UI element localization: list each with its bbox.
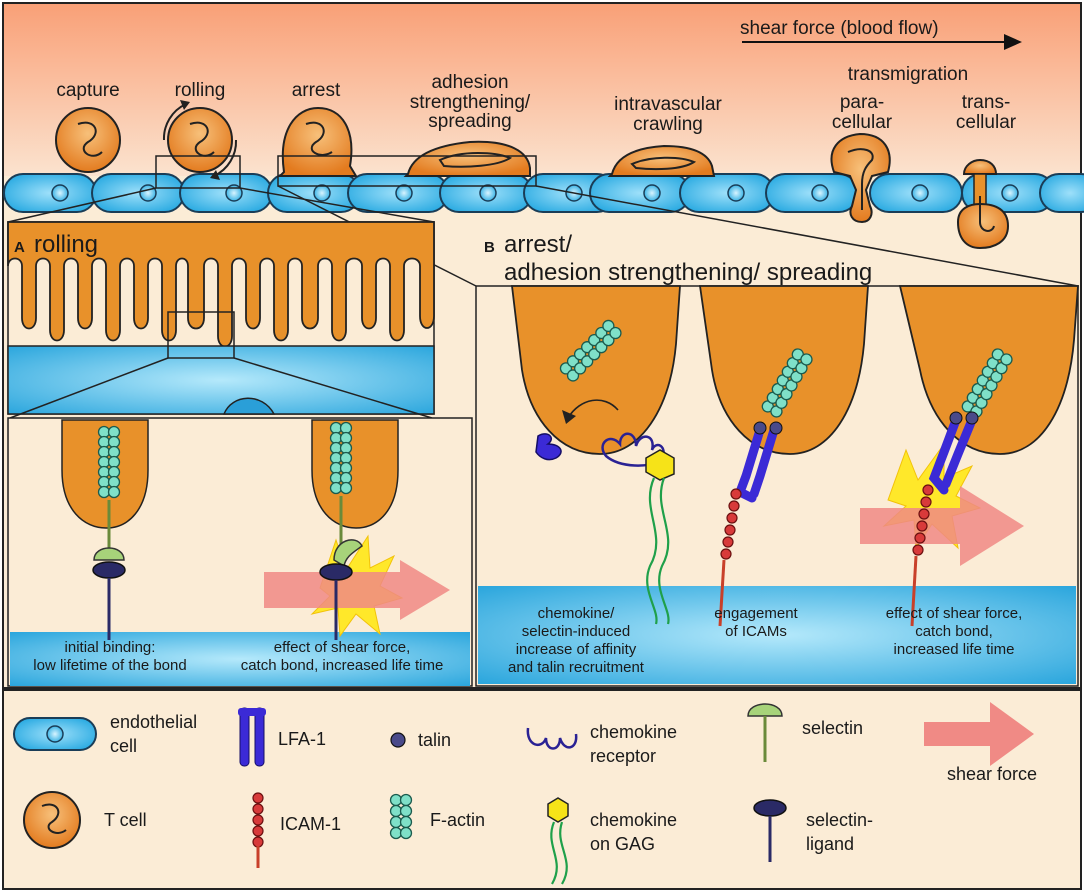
panel-a-caption-right-2: catch bond, increased life time [241, 657, 444, 674]
panel-b-caption-3-1: effect of shear force, [886, 605, 1022, 622]
panel-a-caption-right-1: effect of shear force, [274, 639, 410, 656]
panel-b-letter: B [484, 239, 495, 256]
legend-selectin-ligand-label-2: ligand [806, 834, 854, 854]
lfa1-active-b2 [734, 425, 765, 503]
legend-selectin-ligand-label-1: selectin- [806, 810, 873, 830]
step-paracellular-label-1: para- [840, 92, 884, 113]
tcell-crawling [607, 144, 716, 177]
legend-chemokine-gag-label-2: on GAG [590, 834, 655, 854]
step-adhesion-label-3: spreading [428, 111, 511, 132]
legend-endothelial-label-2: cell [110, 736, 137, 756]
panel-b-caption-1-3: increase of affinity [516, 641, 637, 658]
selectin-ligand-left [92, 561, 126, 579]
panel-b-caption-2-2: of ICAMs [725, 623, 787, 640]
panel-b-caption-3-2: catch bond, [915, 623, 993, 640]
legend-chemokine-gag-icon [547, 797, 569, 885]
legend-selectin-ligand-icon [753, 799, 787, 862]
legend-icam1-label: ICAM-1 [280, 814, 341, 834]
shear-flow-label: shear force (blood flow) [740, 18, 939, 39]
rolling-arrow-icon [180, 100, 190, 110]
tcell-spreading [403, 140, 531, 177]
panel-b: B arrest/ adhesion strengthening/ spread… [475, 231, 1079, 687]
legend-chemokine-receptor-label-1: chemokine [590, 722, 677, 742]
legend-tcell-icon [23, 791, 81, 849]
panel-a-title: rolling [34, 231, 98, 258]
legend-talin-label: talin [418, 730, 451, 750]
lfa1-inactive [535, 433, 562, 461]
step-adhesion-label-2: strengthening/ [410, 92, 531, 113]
legend-chemokine-receptor-label-2: receptor [590, 746, 656, 766]
panel-a-caption-left-2: low lifetime of the bond [33, 657, 186, 674]
legend-chemokine-receptor-icon [526, 727, 578, 750]
selectin-right [333, 539, 363, 568]
step-transmigration-label: transmigration [848, 64, 968, 85]
legend-lfa1-icon [238, 707, 266, 767]
shear-arrow-icon [1004, 34, 1022, 50]
panel-a-detail: initial binding: low lifetime of the bon… [7, 417, 473, 687]
panel-a: A rolling [7, 221, 435, 419]
legend-selectin-label: selectin [802, 718, 863, 738]
legend-tcell-label: T cell [104, 810, 147, 830]
step-transcellular-label-2: cellular [956, 112, 1017, 133]
icam1-b3 [912, 484, 934, 556]
selectin-left [93, 547, 125, 561]
shear-arrow-b-icon [860, 486, 1024, 566]
step-arrest-label: arrest [292, 80, 341, 101]
panel-b-title-1: arrest/ [504, 231, 572, 258]
legend-lfa1-label: LFA-1 [278, 729, 326, 749]
zoom-box-arrest [277, 155, 537, 187]
panel-b-title-2: adhesion strengthening/ spreading [504, 259, 872, 286]
endothelium-nuclei [51, 184, 1019, 202]
panel-b-caption-3-3: increased life time [894, 641, 1015, 658]
legend-endothelial-label-1: endothelial [110, 712, 197, 732]
step-capture-label: capture [56, 80, 119, 101]
legend-shear-force-icon [924, 702, 1034, 766]
selectin-ligand-right [319, 563, 353, 581]
shear-arrow-a-icon [264, 560, 450, 620]
panel-b-caption-1-2: selectin-induced [522, 623, 630, 640]
step-paracellular-label-2: cellular [832, 112, 893, 133]
step-transcellular-label-1: trans- [962, 92, 1011, 113]
chemokine-b [645, 449, 675, 481]
tcell-capture [55, 107, 121, 173]
tcell-transcellular [956, 158, 1010, 250]
panel-b-caption-1-1: chemokine/ [538, 605, 616, 622]
icam1-b2 [720, 488, 742, 560]
panel-a-caption-left-1: initial binding: [65, 639, 156, 656]
step-rolling-label: rolling [175, 80, 226, 101]
tcell-paracellular [830, 132, 891, 224]
step-crawling-label-2: crawling [633, 114, 703, 135]
legend-talin-icon [390, 732, 406, 748]
recruitment-arrow-icon [562, 410, 576, 424]
legend-chemokine-gag-label-1: chemokine [590, 810, 677, 830]
lfa1-active-b3 [928, 415, 961, 495]
legend-factin-label: F-actin [430, 810, 485, 830]
step-crawling-label-1: intravascular [614, 94, 722, 115]
zoom-box-villus [167, 311, 235, 359]
legend: endothelial cell LFA-1 talin chemokine r… [2, 689, 1082, 890]
legend-selectin-icon [747, 703, 783, 762]
rolling-arrow-icon-2 [210, 170, 220, 180]
zoom-box-rolling [155, 155, 241, 189]
legend-icam1-icon [252, 792, 264, 868]
panel-b-caption-1-4: and talin recruitment [508, 659, 645, 676]
tcell-arrest [277, 106, 358, 177]
panel-b-caption-2-1: engagement [714, 605, 798, 622]
legend-shear-force-label: shear force [947, 764, 1037, 784]
panel-a-letter: A [14, 239, 25, 256]
step-adhesion-label-1: adhesion [431, 72, 508, 93]
